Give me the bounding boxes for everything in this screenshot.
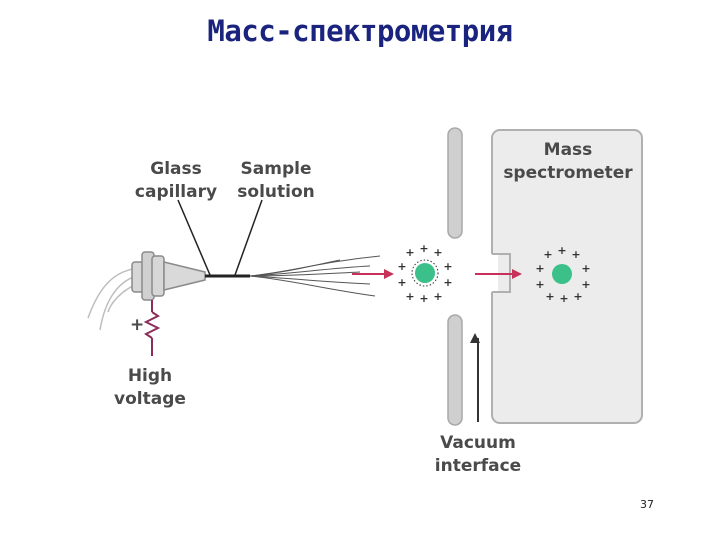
gas-phase-ion: +++ ++ ++ +++ [535,244,590,305]
sample-solution-label-line2: solution [237,182,314,202]
svg-text:+: + [443,260,452,273]
svg-text:+: + [419,292,428,305]
page-number: 37 [640,498,654,511]
svg-text:+: + [397,276,406,289]
sample-solution-label-line1: Sample [241,159,312,179]
high-voltage-wire [143,300,161,356]
vacuum-plate-top [447,127,463,239]
high-voltage-label-line1: High [128,366,172,386]
glass-capillary-label-line2: capillary [135,182,217,202]
svg-text:+: + [433,246,442,259]
svg-text:+: + [581,262,590,275]
svg-text:+: + [545,290,554,303]
capillary-holder [131,251,206,301]
high-voltage-label-line2: voltage [114,389,186,409]
charged-droplet: +++ ++ ++ +++ [397,242,452,305]
svg-text:+: + [557,244,566,257]
svg-text:+: + [397,260,406,273]
slide-title: Масс-спектрометрия [207,14,513,48]
vacuum-plate-bottom [447,314,463,426]
glass-capillary-label-line1: Glass [150,159,202,179]
svg-text:+: + [405,290,414,303]
mass-spectrometer-label-line2: spectrometer [503,163,633,183]
svg-text:+: + [543,248,552,261]
vacuum-interface-label-line1: Vacuum [440,433,516,453]
svg-text:+: + [571,248,580,261]
svg-text:+: + [535,278,544,291]
mass-spectrometer-label-line1: Mass [544,140,593,160]
svg-text:+: + [443,276,452,289]
svg-text:+: + [405,246,414,259]
sample-solution-leader [234,199,263,276]
glass-capillary-leader [177,199,211,276]
vacuum-interface-label-line2: interface [435,456,521,476]
svg-text:+: + [559,292,568,305]
svg-text:+: + [581,278,590,291]
voltage-plus-sign: + [130,315,144,335]
svg-text:+: + [433,290,442,303]
svg-text:+: + [419,242,428,255]
svg-text:+: + [573,290,582,303]
svg-text:+: + [535,262,544,275]
spray-plume [249,255,381,297]
